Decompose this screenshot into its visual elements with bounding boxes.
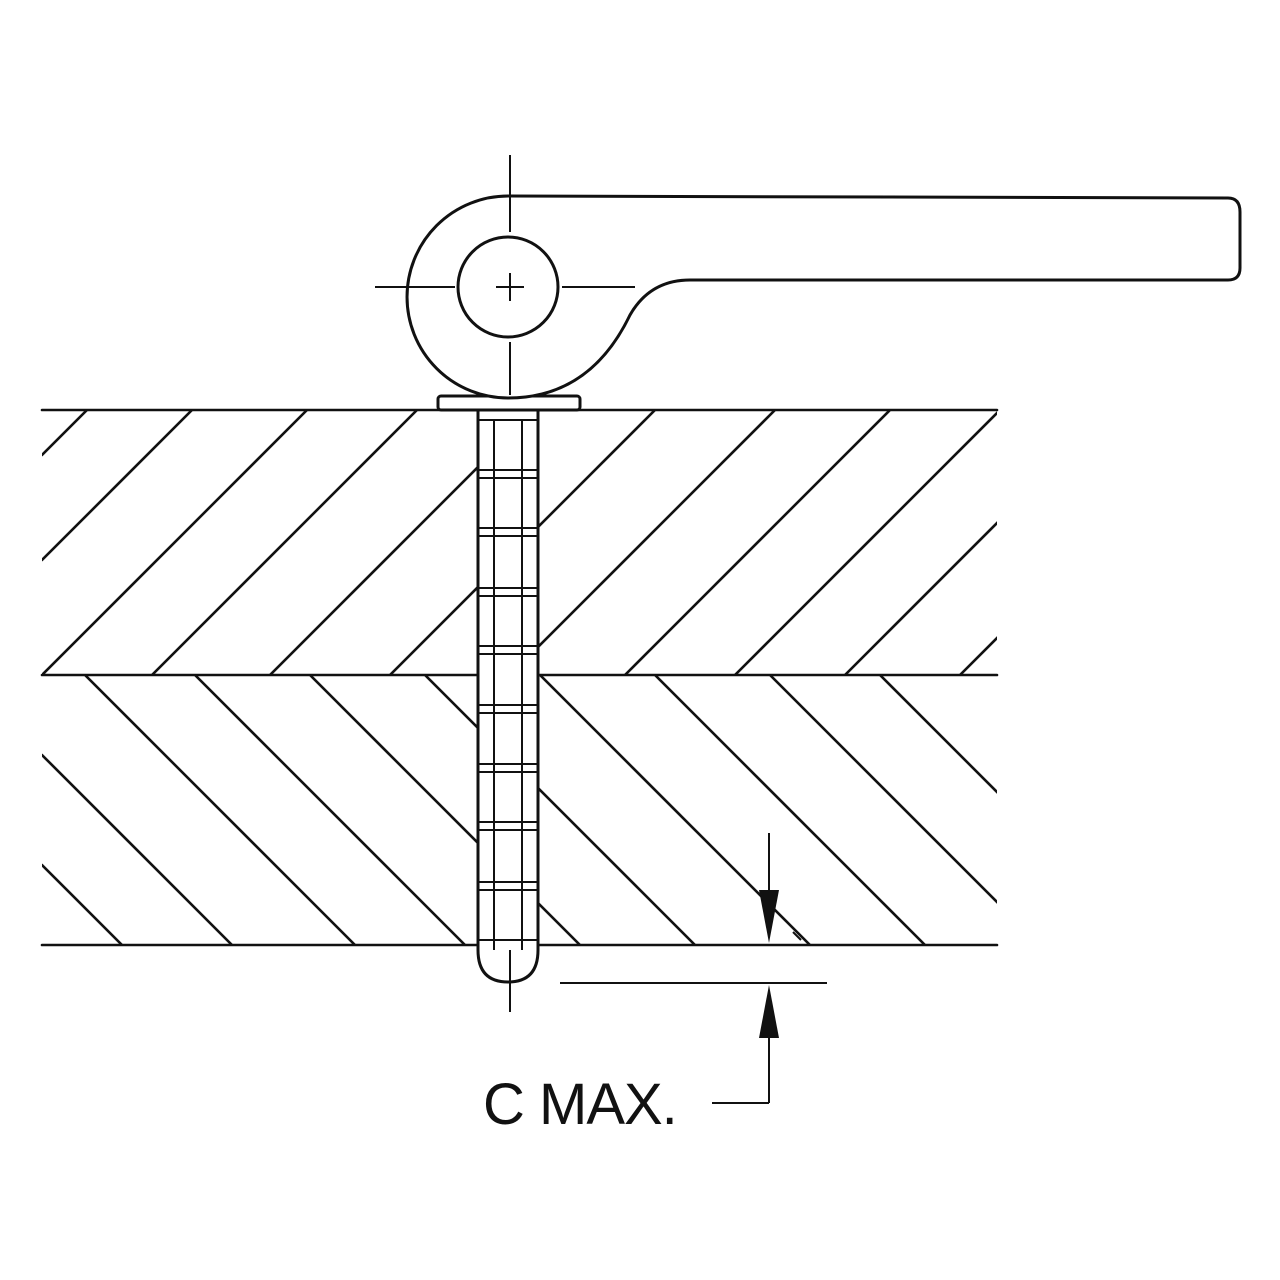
pin-handle (405, 194, 1242, 400)
bottom-plate-hatching (42, 675, 997, 945)
dimension-arrow-down (759, 890, 779, 943)
center-lines (375, 155, 635, 1012)
pin-segments (478, 419, 538, 950)
pin-shank (476, 403, 540, 984)
c-max-label: C MAX. (483, 1072, 677, 1137)
c-max-dimension (560, 833, 827, 1104)
dimension-arrow-up (759, 985, 779, 1038)
top-plate-hatching (42, 410, 997, 675)
